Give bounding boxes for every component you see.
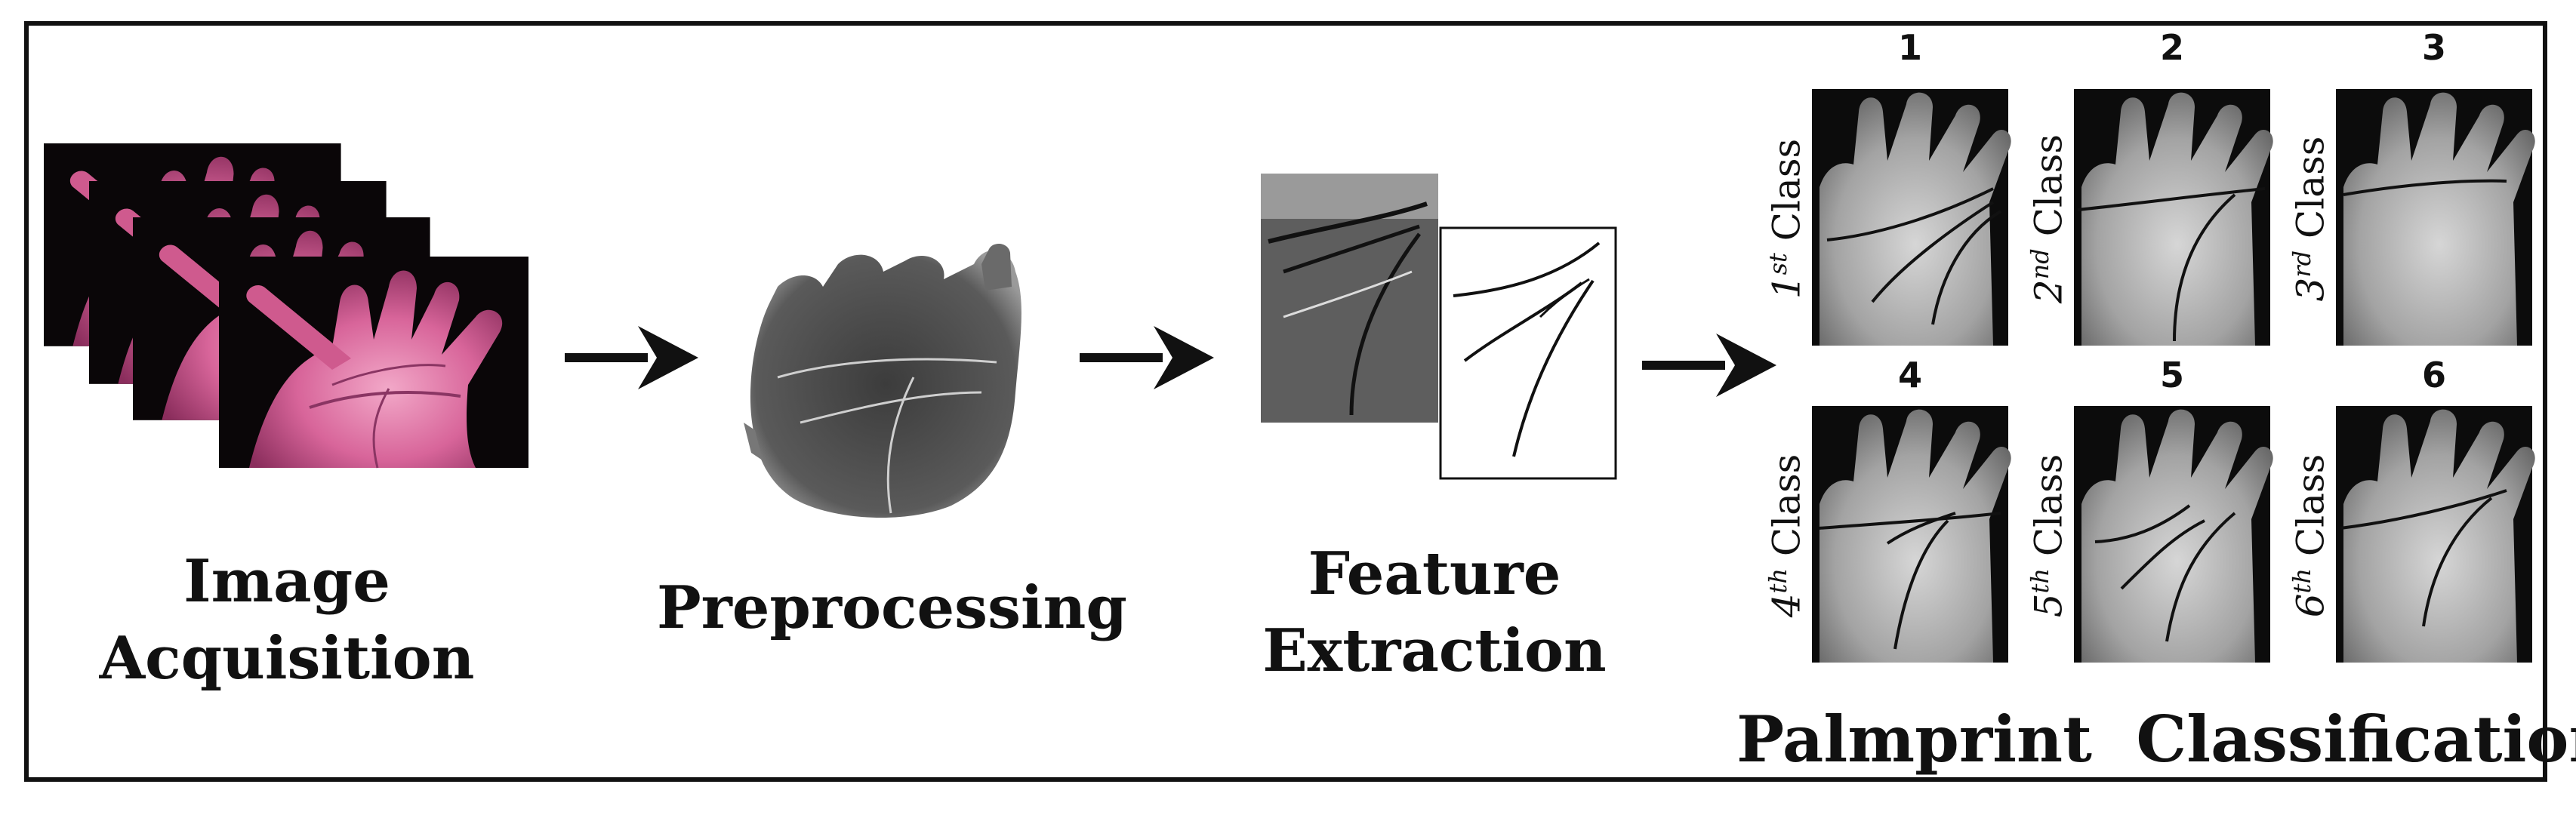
class-panel-1 <box>1812 89 2011 346</box>
feature-palm-image <box>1261 174 1438 423</box>
stage-label-preprocessing: Preprocessing <box>657 570 1127 647</box>
class-panel-3 <box>2336 89 2535 346</box>
panel-number-3: 3 <box>2421 27 2446 68</box>
class-ordinal: 2 <box>2026 279 2071 304</box>
stage-label-line: Extraction <box>1262 617 1607 685</box>
class-ordinal-suffix: th <box>2288 568 2316 594</box>
class-panel-4 <box>1812 406 2011 663</box>
panel-number-1: 1 <box>1897 27 1922 68</box>
stage-label-line: Feature <box>1308 540 1561 608</box>
class-word: Class <box>1764 138 1809 241</box>
class-ordinal: 1 <box>1764 275 1809 300</box>
class-label-4: 4th Class <box>1754 400 1809 672</box>
class-word: Class <box>2026 134 2071 237</box>
arrow-1 <box>565 326 698 389</box>
class-word: Class <box>1764 454 1809 557</box>
class-ordinal-suffix: th <box>2026 568 2054 594</box>
classification-title: Palmprint Classification <box>1736 702 2576 776</box>
arrow-3 <box>1642 334 1776 397</box>
acquisition-image-stack <box>42 142 530 469</box>
class-ordinal: 3 <box>2288 277 2333 302</box>
extracted-lines-image <box>1439 226 1617 480</box>
stage-label-feature: Feature Extraction <box>1238 536 1631 690</box>
class-ordinal-suffix: st <box>1764 253 1792 275</box>
panel-number-2: 2 <box>2159 27 2184 68</box>
arrow-2 <box>1080 326 1214 389</box>
class-word: Class <box>2288 136 2333 238</box>
panel-number-4: 4 <box>1897 355 1922 395</box>
class-panel-6 <box>2336 406 2535 663</box>
class-panel-5 <box>2074 406 2273 663</box>
class-ordinal: 4 <box>1764 593 1809 618</box>
class-label-2: 2nd Class <box>2016 83 2071 355</box>
class-label-3: 3rd Class <box>2278 83 2333 355</box>
class-word: Class <box>2288 454 2333 557</box>
class-label-1: 1st Class <box>1754 83 1809 355</box>
class-ordinal-suffix: nd <box>2026 248 2054 280</box>
preprocessed-palm-image <box>744 244 1021 518</box>
class-panel-2 <box>2074 89 2273 346</box>
stage-label-line: Image <box>183 547 390 616</box>
stage-label-line: Acquisition <box>99 624 475 693</box>
panel-number-6: 6 <box>2421 355 2446 395</box>
class-label-6: 6th Class <box>2278 400 2333 672</box>
class-ordinal-suffix: rd <box>2288 250 2316 278</box>
class-word: Class <box>2026 454 2071 557</box>
class-ordinal: 5 <box>2026 593 2071 618</box>
class-ordinal: 6 <box>2288 593 2333 618</box>
stage-label-line: Preprocessing <box>657 574 1127 642</box>
class-label-5: 5th Class <box>2016 400 2071 672</box>
class-ordinal-suffix: th <box>1764 568 1792 594</box>
panel-number-5: 5 <box>2159 355 2184 395</box>
stage-label-acquisition: Image Acquisition <box>91 543 483 697</box>
